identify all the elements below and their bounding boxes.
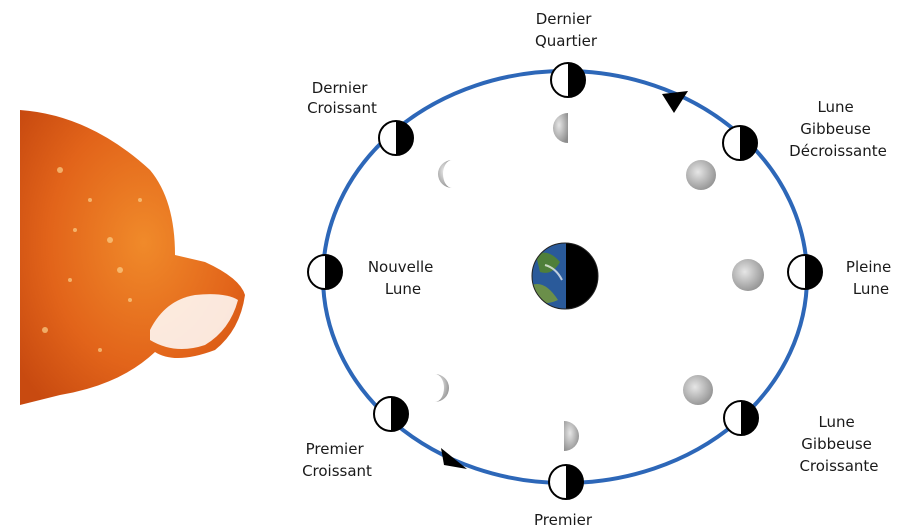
moon-phase-appearance-icon — [732, 259, 764, 291]
moon-phase-icon — [787, 254, 823, 290]
label-dernier-croissant: Dernier Croissant — [307, 79, 377, 117]
moon-phase-appearance-icon — [686, 160, 716, 190]
moon-phase-icon — [723, 400, 759, 436]
orbit-direction-arrow-icon — [662, 91, 688, 113]
moon-phase-icon — [373, 396, 409, 432]
moon-phase-appearance-icon — [438, 160, 452, 188]
moon-phase-appearance-icon — [553, 113, 568, 143]
orbit-direction-arrow-icon — [441, 448, 467, 469]
moon-phase-appearance-icon — [683, 375, 713, 405]
label-lune-gibbeuse-decroissante: Lune Gibbeuse Décroissante — [789, 98, 887, 160]
moon-phase-icon — [722, 125, 758, 161]
label-pleine-lune: Pleine Lune — [846, 258, 896, 298]
moon-phase-appearance-icon — [435, 374, 449, 402]
moon-phase-icon — [378, 120, 414, 156]
label-dernier-quartier: Dernier Quartier — [535, 10, 598, 50]
label-lune-gibbeuse-croissante: Lune Gibbeuse Croissante — [799, 413, 878, 475]
sun-icon — [20, 110, 245, 405]
earth-icon — [531, 242, 599, 310]
moon-phase-icon — [550, 62, 586, 98]
moon-phase-icon — [307, 254, 343, 290]
moon-phase-icon — [548, 464, 584, 500]
label-nouvelle-lune: Nouvelle Lune — [368, 258, 438, 298]
label-premier-croissant: Premier Croissant — [302, 440, 372, 480]
moon-phase-appearance-icon — [564, 421, 579, 451]
label-premier-quartier: Premier — [534, 511, 593, 529]
